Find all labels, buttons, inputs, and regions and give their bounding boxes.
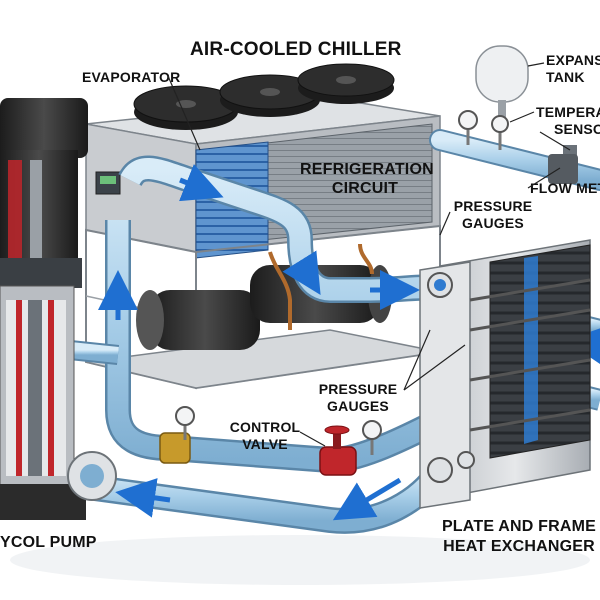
control-valve-label-line2: VALVE (242, 436, 288, 452)
condenser-fan (297, 63, 395, 104)
pressure-gauge (491, 115, 509, 150)
flow-meter-label: FLOW MET (530, 180, 600, 196)
condenser-fan (219, 74, 321, 117)
control-valve (319, 425, 357, 476)
pressure-gauges-top-label-line1: PRESSURE (453, 198, 533, 214)
pressure-gauges-top-label-line2: GAUGES (462, 215, 524, 231)
heat-exchanger-label-line2: HEAT EXCHANGER (443, 538, 595, 555)
glycol-pump-label: YCOL PUMP (0, 534, 97, 551)
pressure-gauge (458, 110, 478, 145)
pressure-gauges-bottom-label-line2: GAUGES (327, 398, 389, 414)
heat-exchanger-label-line1: PLATE AND FRAME (441, 518, 597, 535)
chiller-title: AIR-COOLED CHILLER (190, 39, 402, 60)
brass-fitting (159, 432, 191, 464)
supply-pipe-top-right (429, 110, 600, 191)
compressor (136, 290, 260, 350)
glycol-pump (0, 98, 117, 520)
evaporator-label: EVAPORATOR (82, 69, 181, 85)
pressure-gauge (175, 406, 195, 440)
floor-shadow (10, 535, 590, 585)
temperature-sensor-label-line1: TEMPERAT (536, 104, 600, 120)
pressure-gauge (362, 420, 382, 455)
air-cooled-chiller (85, 63, 441, 390)
expansion-tank-label-line1: EXPANSI (546, 52, 600, 68)
pressure-gauges-bottom-label-line1: PRESSURE (318, 381, 398, 397)
plate-frame-heat-exchanger (419, 239, 591, 509)
refrigeration-circuit-label-line2: CIRCUIT (331, 180, 399, 197)
expansion-tank-label-line2: TANK (546, 69, 585, 85)
refrigeration-circuit-label-line1: REFRIGERATION (300, 161, 434, 178)
control-valve-label-line1: CONTROL (229, 419, 301, 435)
temperature-sensor-label-line2: SENSO (554, 121, 600, 137)
expansion-tank (475, 45, 529, 122)
